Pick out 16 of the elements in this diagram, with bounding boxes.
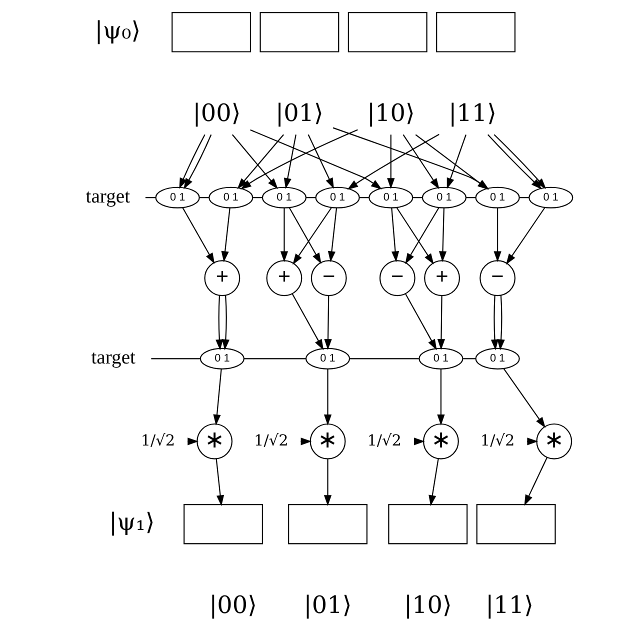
- node-text: |10⟩: [366, 98, 415, 127]
- label: |00⟩: [209, 590, 258, 619]
- label: |ψ₁⟩: [108, 508, 155, 536]
- node-text: target: [86, 186, 130, 208]
- node-text: |01⟩: [276, 98, 324, 127]
- label: |10⟩: [404, 590, 452, 619]
- node-text: |00⟩: [192, 98, 241, 127]
- node-text: target: [91, 347, 136, 368]
- node-text: 1/√2: [480, 431, 515, 450]
- node-text: 1/√2: [254, 431, 288, 450]
- node-text: 1/√2: [140, 431, 176, 450]
- label: |11⟩: [486, 590, 534, 619]
- node-text: |11⟩: [448, 98, 496, 127]
- label: |ψ₀⟩: [94, 16, 141, 44]
- label: |01⟩: [304, 590, 352, 619]
- node-text: 1/√2: [367, 431, 402, 450]
